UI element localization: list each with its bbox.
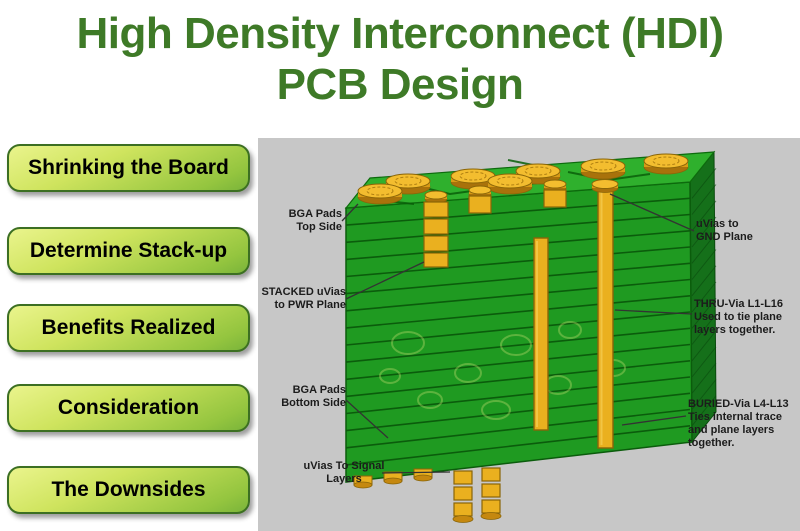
title-line-2: PCB Design [276,60,524,110]
buried-via-bar [533,237,549,431]
label-buried-via: BURIED-Via L4-L13 Ties internal trace an… [688,398,789,449]
label-uvias-signal: uVias To Signal Layers [303,460,385,485]
page-title: High Density Interconnect (HDI) PCB Desi… [0,8,800,110]
sidebar-item-consideration[interactable]: Consideration [7,384,250,432]
label-bga-pads-bottom: BGA Pads Bottom Side [281,384,346,409]
sidebar-item-benefits-realized[interactable]: Benefits Realized [7,304,250,352]
thru-via-bar [591,179,619,449]
bga-pads-top [357,153,689,205]
uvias-gnd [468,179,567,214]
label-uvias-gnd: uVias to GND Plane [696,218,753,243]
sidebar-item-label: The Downsides [51,478,206,501]
bga-pads-bottom [353,468,433,489]
label-bga-pads-top: BGA Pads Top Side [288,208,342,233]
sidebar-item-determine-stack-up[interactable]: Determine Stack-up [7,227,250,275]
stacked-uvias-pwr [423,190,449,268]
diagram-panel: BGA Pads Top Side uVias to GND Plane STA… [258,138,800,531]
label-stacked-uvias-pwr: STACKED uVias to PWR Plane [261,286,346,311]
label-thru-via: THRU-Via L1-L16 Used to tie plane layers… [694,298,784,336]
sidebar-item-label: Shrinking the Board [28,156,229,179]
sidebar-item-label: Determine Stack-up [29,239,228,262]
sidebar-item-label: Benefits Realized [41,316,216,339]
sidebar-item-the-downsides[interactable]: The Downsides [7,466,250,514]
sidebar-item-label: Consideration [57,396,200,419]
uvias-signal-stacks [452,467,502,523]
leader-lines [341,193,695,474]
pcb-front-face [345,181,693,483]
title-line-1: High Density Interconnect (HDI) [76,9,725,58]
sidebar-item-shrinking-the-board[interactable]: Shrinking the Board [7,144,250,192]
pcb-illustration [341,150,717,523]
